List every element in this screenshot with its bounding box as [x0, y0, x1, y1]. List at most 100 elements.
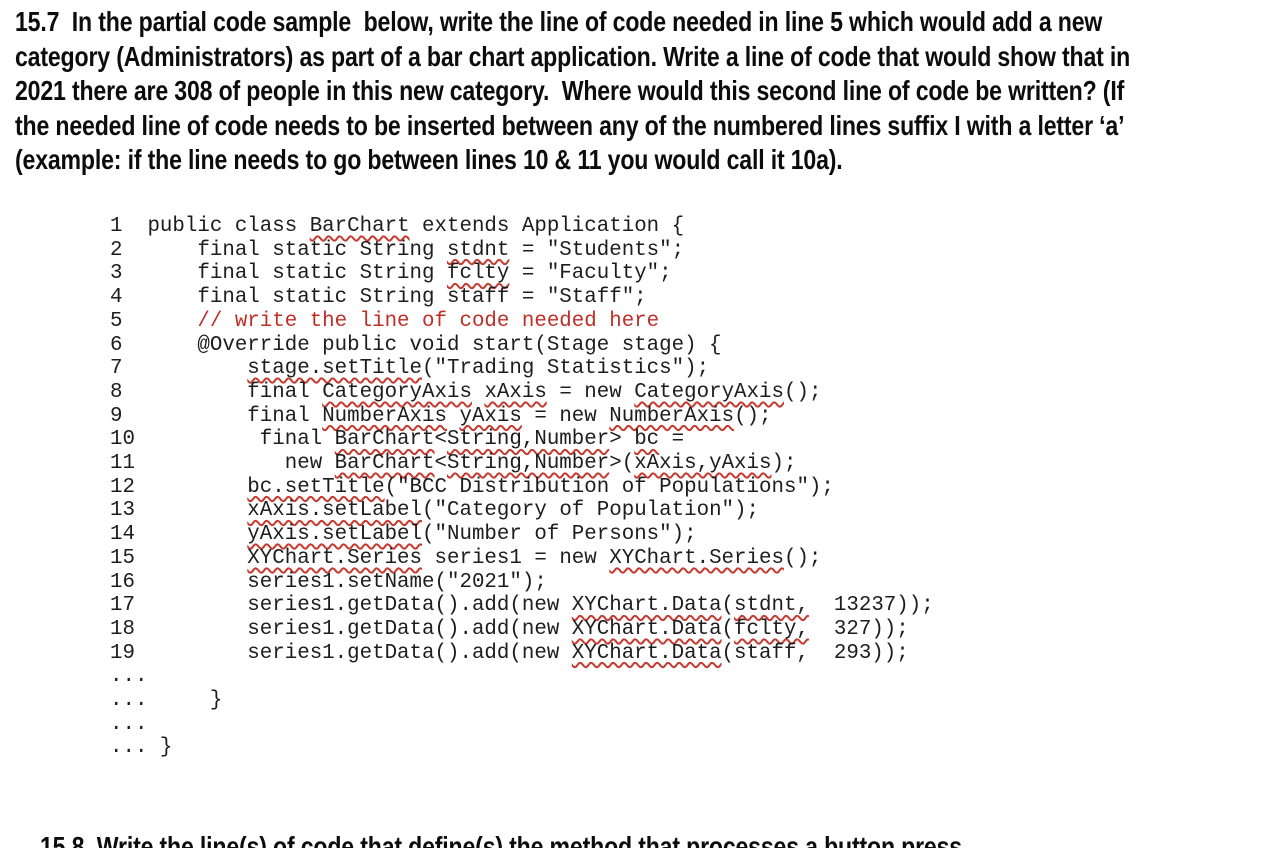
code-block: 1 public class BarChart extends Applicat…: [110, 215, 934, 760]
code-text: }: [209, 689, 223, 713]
code-line-number: 4: [110, 286, 198, 310]
code-line-number: 6: [110, 333, 198, 357]
misspelled-token: NumberAxis: [322, 404, 447, 428]
code-line: 18 series1.getData().add(new XYChart.Dat…: [110, 618, 934, 642]
misspelled-token: CategoryAxis: [634, 380, 784, 404]
code-text: ("Trading Statistics");: [422, 357, 710, 381]
code-line-number: ...: [110, 689, 210, 713]
misspelled-token: stage.setTitle: [247, 357, 423, 381]
code-text: final: [259, 428, 335, 452]
code-text: = "Students";: [509, 238, 685, 262]
code-line: ...: [110, 713, 934, 737]
code-text: <: [434, 428, 447, 452]
code-text: = new: [521, 404, 610, 428]
code-line-number: 12: [110, 475, 248, 499]
misspelled-token: XYChart.Data: [571, 617, 722, 641]
code-text: final: [247, 404, 323, 428]
code-line: 11 new BarChart<String,Number>(xAxis,yAx…: [110, 452, 934, 476]
code-text: ("BCC Distribution of Populations");: [384, 475, 834, 499]
code-line: 7 stage.setTitle("Trading Statistics");: [110, 357, 934, 381]
code-line: 5 // write the line of code needed here: [110, 310, 934, 334]
misspelled-token: xAxis.setLabel: [247, 499, 423, 523]
misspelled-token: BarChart: [309, 215, 410, 238]
misspelled-token: fclty,: [734, 617, 809, 641]
code-line-number: 11: [110, 452, 285, 476]
code-line-number: 19: [110, 641, 248, 665]
code-text: (: [721, 594, 735, 618]
code-text: 327));: [808, 617, 909, 641]
code-text: final static String: [197, 238, 447, 262]
code-text: = "Faculty";: [509, 262, 672, 286]
code-line: 17 series1.getData().add(new XYChart.Dat…: [110, 594, 934, 618]
code-text: ("Number of Persons");: [422, 523, 697, 547]
code-line: 6 @Override public void start(Stage stag…: [110, 334, 934, 358]
code-line: 1 public class BarChart extends Applicat…: [110, 215, 934, 239]
code-text: = new: [546, 380, 635, 404]
code-text: (staff, 293));: [721, 641, 909, 665]
code-line-number: ...: [110, 736, 160, 760]
misspelled-token: XYChart.Data: [571, 641, 722, 665]
code-line-number: 10: [110, 428, 260, 452]
question-text-line: 15.7 In the partial code sample below, w…: [15, 6, 1103, 37]
code-line-number: 13: [110, 499, 248, 523]
code-line: 9 final NumberAxis yAxis = new NumberAxi…: [110, 405, 934, 429]
code-line-number: 3: [110, 262, 198, 286]
code-text: [472, 381, 484, 404]
code-line: 2 final static String stdnt = "Students"…: [110, 239, 934, 263]
misspelled-token: XYChart.Series: [247, 546, 423, 570]
code-line-number: 1: [110, 215, 148, 238]
code-line-number: 15: [110, 546, 248, 570]
code-text: (: [721, 617, 735, 641]
code-line: 16 series1.setName("2021");: [110, 571, 934, 595]
code-text: );: [771, 452, 797, 476]
code-line-number: 2: [110, 238, 198, 262]
misspelled-token: XYChart.Data: [571, 594, 722, 618]
code-text: }: [159, 736, 173, 760]
misspelled-token: yAxis.setLabel: [247, 523, 423, 547]
code-line: 19 series1.getData().add(new XYChart.Dat…: [110, 642, 934, 666]
code-line-number: 5: [110, 309, 198, 333]
question-text-line: 2021 there are 308 of people in this new…: [15, 75, 1125, 107]
code-line-number: 8: [110, 380, 248, 404]
code-line-number: 16: [110, 570, 248, 594]
code-line: ... }: [110, 689, 934, 713]
code-text: ();: [783, 380, 822, 404]
code-text: series1.getData().add(new: [247, 594, 572, 618]
code-text: 13237));: [808, 594, 934, 618]
code-line-number: ...: [110, 712, 148, 736]
code-text: ("Category of Population");: [422, 499, 759, 523]
misspelled-token: String,Number: [446, 428, 610, 452]
question-15-7: 15.7 In the partial code sample below, w…: [15, 5, 1130, 178]
misspelled-token: stdnt,: [734, 594, 809, 618]
code-text: final static String: [197, 262, 447, 286]
code-line-number: 14: [110, 523, 248, 547]
code-text: ();: [734, 404, 772, 428]
code-text: final: [247, 380, 323, 404]
code-text: series1.getData().add(new: [247, 641, 572, 665]
code-line: 13 xAxis.setLabel("Category of Populatio…: [110, 499, 934, 523]
misspelled-token: BarChart: [334, 452, 435, 476]
question-text-line: the needed line of code needs to be inse…: [15, 109, 1125, 141]
code-line-number: 18: [110, 617, 248, 641]
code-text: @Override public void start(Stage stage)…: [197, 333, 722, 357]
misspelled-token: yAxis: [459, 404, 522, 428]
code-line: ...: [110, 665, 934, 689]
code-text: <: [434, 452, 447, 476]
question-text-line: category (Administrators) as part of a b…: [15, 40, 1131, 72]
code-line-number: ...: [110, 665, 148, 689]
code-line: ... }: [110, 736, 934, 760]
misspelled-token: bc: [634, 428, 660, 452]
code-text: extends Application {: [409, 215, 685, 238]
code-line-number: 17: [110, 594, 248, 618]
code-line: 12 bc.setTitle("BCC Distribution of Popu…: [110, 476, 934, 500]
code-text: [447, 405, 459, 428]
code-text: series1.setName("2021");: [247, 570, 547, 594]
code-text: new: [284, 452, 335, 476]
code-text: >(: [609, 452, 635, 476]
question-15-8: 15.8 Write the line(s) of code that defi…: [15, 795, 962, 848]
code-line: 14 yAxis.setLabel("Number of Persons");: [110, 523, 934, 547]
code-line: 4 final static String staff = "Staff";: [110, 286, 934, 310]
code-text: series1 = new: [422, 546, 610, 570]
misspelled-token: xAxis,yAxis: [634, 452, 772, 476]
